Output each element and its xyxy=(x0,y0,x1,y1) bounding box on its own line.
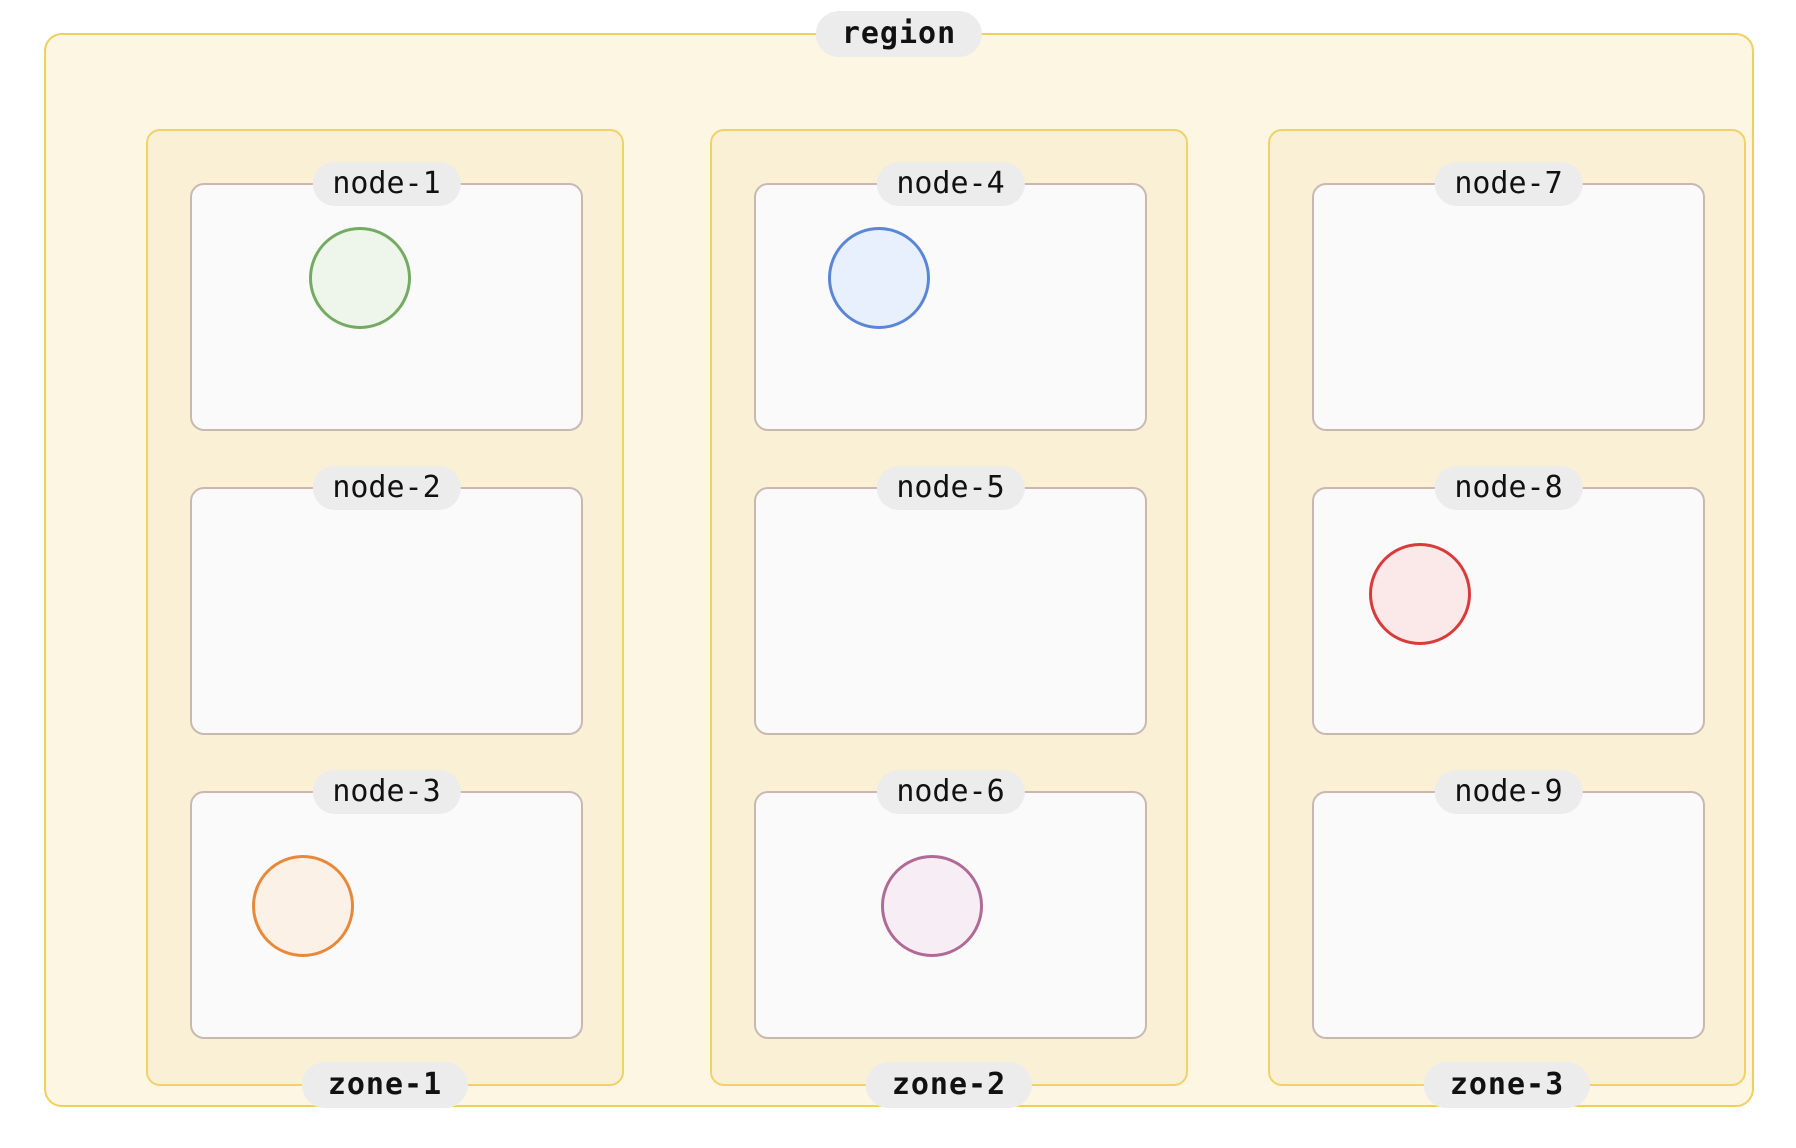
node-label-4: node-4 xyxy=(876,162,1025,206)
node-shape-circle-8 xyxy=(1369,543,1471,645)
zone-label-3: zone-3 xyxy=(1423,1062,1591,1108)
node-label-3: node-3 xyxy=(312,770,461,814)
node-container-6[interactable]: node-6 xyxy=(754,770,1147,1039)
node-container-7[interactable]: node-7 xyxy=(1312,162,1705,431)
zone-container-3[interactable]: node-7 node-8 node-9 zone-3 xyxy=(1268,129,1746,1108)
node-container-5[interactable]: node-5 xyxy=(754,466,1147,735)
node-shape-circle-1 xyxy=(309,227,411,329)
region-container[interactable]: region node-1 node-2 node-3 zone-1 node-… xyxy=(44,11,1754,1108)
node-label-1: node-1 xyxy=(312,162,461,206)
node-label-9: node-9 xyxy=(1434,770,1583,814)
node-container-2[interactable]: node-2 xyxy=(190,466,583,735)
node-label-2: node-2 xyxy=(312,466,461,510)
node-container-9[interactable]: node-9 xyxy=(1312,770,1705,1039)
zone-container-1[interactable]: node-1 node-2 node-3 zone-1 xyxy=(146,129,624,1108)
node-label-6: node-6 xyxy=(876,770,1025,814)
zone-label-1: zone-1 xyxy=(301,1062,469,1108)
node-shape-circle-4 xyxy=(828,227,930,329)
zone-container-2[interactable]: node-4 node-5 node-6 zone-2 xyxy=(710,129,1188,1108)
node-container-1[interactable]: node-1 xyxy=(190,162,583,431)
node-shape-circle-3 xyxy=(252,855,354,957)
node-label-5: node-5 xyxy=(876,466,1025,510)
node-container-4[interactable]: node-4 xyxy=(754,162,1147,431)
node-container-3[interactable]: node-3 xyxy=(190,770,583,1039)
node-label-7: node-7 xyxy=(1434,162,1583,206)
region-label: region xyxy=(815,11,983,57)
node-shape-circle-6 xyxy=(881,855,983,957)
node-container-8[interactable]: node-8 xyxy=(1312,466,1705,735)
node-label-8: node-8 xyxy=(1434,466,1583,510)
zone-label-2: zone-2 xyxy=(865,1062,1033,1108)
